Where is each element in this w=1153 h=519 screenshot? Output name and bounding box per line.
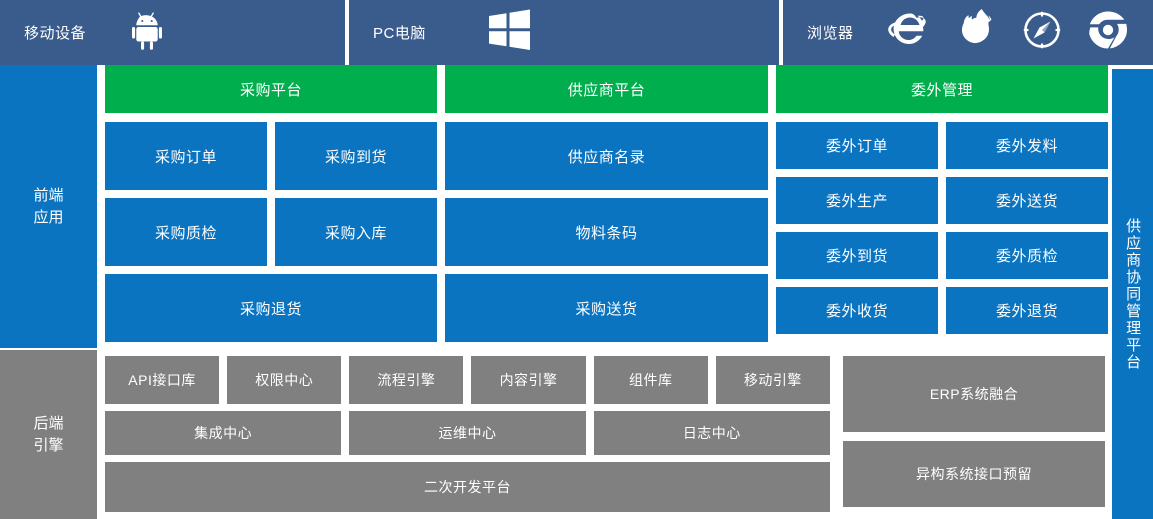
browser-label: 浏览器: [807, 25, 854, 42]
frontend-row: 委外订单 委外发料: [776, 122, 1108, 169]
windows-icon: [486, 8, 532, 57]
group-header-supplier[interactable]: 供应商平台: [445, 65, 768, 113]
group-header-outsourcing[interactable]: 委外管理: [776, 65, 1108, 113]
tile-outsource-delivery[interactable]: 委外送货: [946, 177, 1108, 224]
tile-purchase-inspection[interactable]: 采购质检: [105, 198, 267, 266]
tile-outsource-arrival[interactable]: 委外到货: [776, 232, 938, 279]
device-cell-browser[interactable]: 浏览器: [783, 0, 1153, 65]
tile-content-engine[interactable]: 内容引擎: [471, 356, 586, 404]
firefox-icon: [954, 8, 998, 57]
spacer: [776, 224, 1108, 232]
mobile-label: 移动设备: [24, 25, 87, 42]
tile-purchase-instock[interactable]: 采购入库: [275, 198, 437, 266]
tile-permission-center[interactable]: 权限中心: [227, 356, 342, 404]
right-sidebar-platform-title: 供应商协同管理平台: [1112, 69, 1153, 519]
tile-erp-integration[interactable]: ERP系统融合: [843, 356, 1105, 432]
spacer: [776, 279, 1108, 287]
pc-label: PC电脑: [373, 25, 426, 42]
browser-icons: [887, 8, 1130, 57]
tile-purchase-arrival[interactable]: 采购到货: [275, 122, 437, 190]
tile-material-barcode[interactable]: 物料条码: [445, 198, 768, 266]
tile-secondary-development-platform[interactable]: 二次开发平台: [105, 462, 830, 512]
pc-icons: [486, 8, 532, 57]
frontend-grid: 采购平台 采购订单 采购到货 采购质检 采购入库 采购退货 供应商平台 供应商名…: [105, 65, 1108, 348]
frontend-row: 委外收货 委外退货: [776, 287, 1108, 334]
tile-process-engine[interactable]: 流程引擎: [349, 356, 464, 404]
frontend-column-outsourcing: 委外管理 委外订单 委外发料 委外生产 委外送货 委外到货 委外质检 委外收货: [776, 65, 1108, 348]
spacer: [445, 190, 768, 198]
mobile-icons: [132, 10, 168, 55]
tile-outsource-production[interactable]: 委外生产: [776, 177, 938, 224]
frontend-side-label: 前端 应用: [0, 65, 97, 348]
device-cell-mobile[interactable]: 移动设备: [0, 0, 345, 65]
backend-side-label-text: 后端 引擎: [33, 414, 64, 454]
frontend-column-supplier: 供应商平台 供应商名录 物料条码 采购送货: [445, 65, 768, 348]
internet-explorer-icon: [887, 8, 932, 57]
spacer: [105, 266, 437, 274]
tile-outsource-inspection[interactable]: 委外质检: [946, 232, 1108, 279]
backend-main: API接口库 权限中心 流程引擎 内容引擎 组件库 移动引擎 集成中心 运维中心…: [105, 356, 1105, 513]
spacer: [105, 190, 437, 198]
tile-outsource-return[interactable]: 委外退货: [946, 287, 1108, 334]
tile-outsource-order[interactable]: 委外订单: [776, 122, 938, 169]
tile-supplier-directory[interactable]: 供应商名录: [445, 122, 768, 190]
tile-purchase-return[interactable]: 采购退货: [105, 274, 437, 342]
group-header-purchase[interactable]: 采购平台: [105, 65, 437, 113]
tile-integration-center[interactable]: 集成中心: [105, 411, 342, 455]
tile-outsource-issue[interactable]: 委外发料: [946, 122, 1108, 169]
device-bar: 移动设备: [0, 0, 1153, 65]
backend-side-label: 后端 引擎: [0, 350, 97, 519]
frontend-band: 前端 应用 采购平台 采购订单 采购到货 采购质检 采购入库 采购退货: [0, 65, 1153, 348]
tile-purchase-delivery[interactable]: 采购送货: [445, 274, 768, 342]
tile-purchase-order[interactable]: 采购订单: [105, 122, 267, 190]
backend-band: 后端 引擎 API接口库 权限中心 流程引擎 内容引擎 组件库 移动引擎 集成中…: [0, 350, 1112, 519]
frontend-row: 委外生产 委外送货: [776, 177, 1108, 224]
device-cell-pc[interactable]: PC电脑: [349, 0, 779, 65]
backend-right-group: ERP系统融合 异构系统接口预留: [843, 356, 1105, 513]
frontend-column-purchase: 采购平台 采购订单 采购到货 采购质检 采购入库 采购退货: [105, 65, 437, 348]
tile-component-library[interactable]: 组件库: [593, 356, 708, 404]
android-icon: [132, 10, 168, 55]
tile-api-library[interactable]: API接口库: [105, 356, 220, 404]
frontend-row: 采购订单 采购到货: [105, 122, 437, 190]
backend-left-group: API接口库 权限中心 流程引擎 内容引擎 组件库 移动引擎 集成中心 运维中心…: [105, 356, 830, 513]
backend-row-2: 集成中心 运维中心 日志中心: [105, 411, 830, 455]
tile-outsource-receipt[interactable]: 委外收货: [776, 287, 938, 334]
tile-log-center[interactable]: 日志中心: [593, 411, 830, 455]
tile-heterogeneous-interface[interactable]: 异构系统接口预留: [843, 441, 1105, 507]
spacer: [445, 266, 768, 274]
safari-icon: [1020, 8, 1064, 57]
frontend-row: 采购质检 采购入库: [105, 198, 437, 266]
backend-row-1: API接口库 权限中心 流程引擎 内容引擎 组件库 移动引擎: [105, 356, 830, 404]
tile-mobile-engine[interactable]: 移动引擎: [715, 356, 830, 404]
spacer: [776, 169, 1108, 177]
tile-ops-center[interactable]: 运维中心: [349, 411, 586, 455]
frontend-row: 委外到货 委外质检: [776, 232, 1108, 279]
frontend-side-label-text: 前端 应用: [33, 186, 64, 226]
chrome-icon: [1086, 8, 1130, 57]
